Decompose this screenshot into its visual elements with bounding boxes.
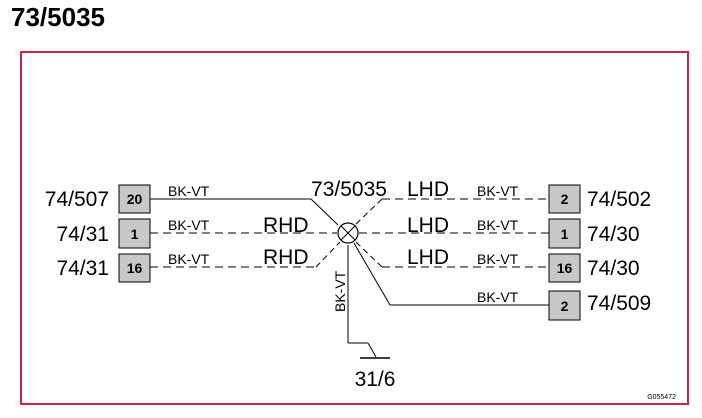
wire-right-3-diag	[355, 241, 383, 268]
splice-label: 73/5035	[311, 178, 387, 201]
wire-color-right-4: BK-VT	[477, 289, 519, 305]
wire-color-left-1: BK-VT	[168, 183, 210, 199]
pin-number-right-2: 1	[561, 226, 569, 242]
variant-label-left-2: RHD	[263, 214, 309, 237]
wire-color-right-3: BK-VT	[477, 251, 519, 267]
connector-label-left-3: 74/31	[56, 257, 109, 280]
variant-label-right-3: LHD	[407, 246, 449, 269]
pin-number-right-1: 2	[561, 191, 569, 207]
wire-color-right-1: BK-VT	[477, 183, 519, 199]
connector-label-right-3: 74/30	[587, 257, 640, 280]
wire-left-1-diag	[310, 198, 339, 226]
figure-code: G055472	[647, 394, 676, 401]
pin-box-right-2	[548, 218, 581, 249]
variant-label-left-3: RHD	[263, 246, 309, 269]
pin-number-right-4: 2	[561, 298, 569, 314]
pin-number-left-1: 20	[127, 191, 143, 207]
pin-box-right-4	[548, 290, 581, 321]
diagram-frame	[20, 51, 689, 405]
ground-wire-diag	[367, 342, 377, 358]
variant-label-right-2: LHD	[407, 214, 449, 237]
connector-label-left-1: 74/507	[45, 188, 109, 211]
pin-number-left-2: 1	[131, 226, 139, 242]
wire-left-3-diag	[315, 241, 341, 268]
pin-box-left-2	[118, 218, 151, 249]
connector-label-right-1: 74/502	[587, 188, 651, 211]
wire-color-right-2: BK-VT	[477, 217, 519, 233]
splice-circle	[337, 222, 359, 244]
pin-number-left-3: 16	[127, 260, 143, 276]
connector-label-left-2: 74/31	[56, 223, 109, 246]
wire-right-1-diag	[355, 198, 383, 225]
splice-cross-2	[340, 225, 356, 241]
connector-label-right-2: 74/30	[587, 223, 640, 246]
pin-box-left-1	[118, 184, 151, 214]
wire-color-left-3: BK-VT	[168, 251, 210, 267]
wire-color-ground: BK-VT	[332, 270, 348, 312]
pin-box-right-1	[548, 184, 581, 214]
ground-label: 31/6	[355, 368, 396, 391]
pin-box-right-3	[548, 253, 581, 283]
variant-label-right-1: LHD	[407, 178, 449, 201]
pin-box-left-3	[118, 253, 151, 283]
page-title: 73/5035	[11, 2, 105, 32]
wire-right-4-diag	[353, 242, 391, 306]
wire-color-left-2: BK-VT	[168, 217, 210, 233]
connector-label-right-4: 74/509	[587, 292, 651, 315]
pin-number-right-3: 16	[557, 260, 573, 276]
